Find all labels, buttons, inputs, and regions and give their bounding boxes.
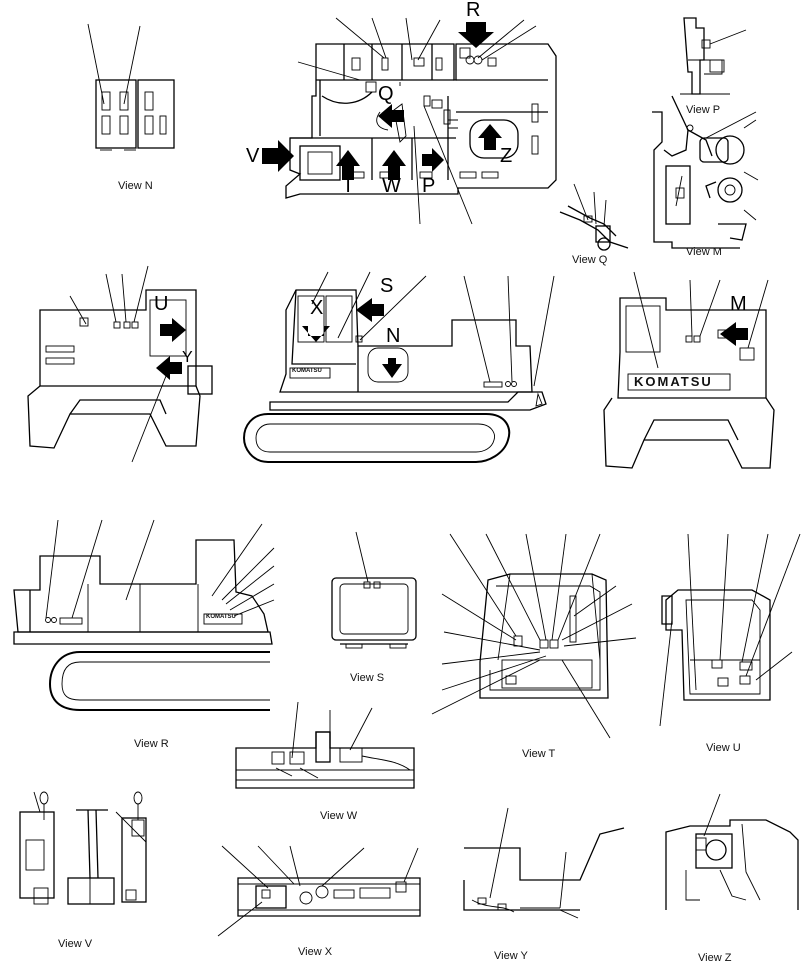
side-view-drawing (242, 271, 555, 463)
marker-s: S (380, 275, 394, 297)
view-t-drawing (431, 533, 637, 739)
marker-x: X (310, 297, 324, 319)
view-w-label: View W (320, 810, 358, 822)
brand-strip-r (203, 613, 243, 625)
view-x-drawing (217, 845, 421, 937)
view-n-label: View N (118, 180, 153, 192)
view-s-label: View S (350, 672, 385, 684)
marker-w: W (382, 175, 401, 197)
marker-q: Q (378, 83, 394, 105)
marker-t: T (342, 175, 355, 197)
view-v-label: View V (58, 938, 93, 950)
brand-rear: KOMATSU (634, 374, 713, 389)
brand-r: KOMATSU (206, 614, 236, 620)
view-n-drawing (87, 23, 175, 151)
rear-right-drawing (603, 271, 775, 469)
marker-v: V (246, 145, 260, 167)
marker-y: Y (182, 349, 193, 366)
marker-p: P (422, 175, 436, 197)
view-m-label: View M (686, 246, 722, 258)
view-u-drawing (659, 533, 801, 727)
view-q-label: View Q (572, 254, 608, 266)
brand-strip-rear (627, 373, 731, 391)
top-plan-drawing (262, 17, 557, 225)
brand-strip-side (289, 367, 331, 379)
rear-left-drawing (27, 265, 213, 463)
view-p-drawing (680, 17, 747, 95)
view-p-label: View P (686, 104, 721, 116)
view-w-drawing (235, 701, 415, 789)
view-m-drawing (652, 95, 759, 249)
marker-z: Z (500, 145, 513, 167)
view-z-drawing (665, 793, 799, 910)
view-y-label: View Y (494, 950, 528, 962)
view-u-label: View U (706, 742, 741, 754)
view-z-label: View Z (698, 952, 732, 964)
view-x-label: View X (298, 946, 333, 958)
view-s-drawing (331, 531, 417, 649)
brand-side: KOMATSU (292, 368, 322, 374)
view-q-drawing (559, 183, 629, 251)
view-t-label: View T (522, 748, 556, 760)
view-v-drawing (19, 791, 147, 905)
marker-r: R (466, 0, 481, 21)
marker-u: U (154, 293, 169, 315)
view-r-label: View R (134, 738, 169, 750)
view-y-drawing (463, 807, 625, 919)
marker-n: N (386, 325, 401, 347)
view-r-drawing (13, 519, 275, 711)
marker-m: M (730, 293, 747, 315)
